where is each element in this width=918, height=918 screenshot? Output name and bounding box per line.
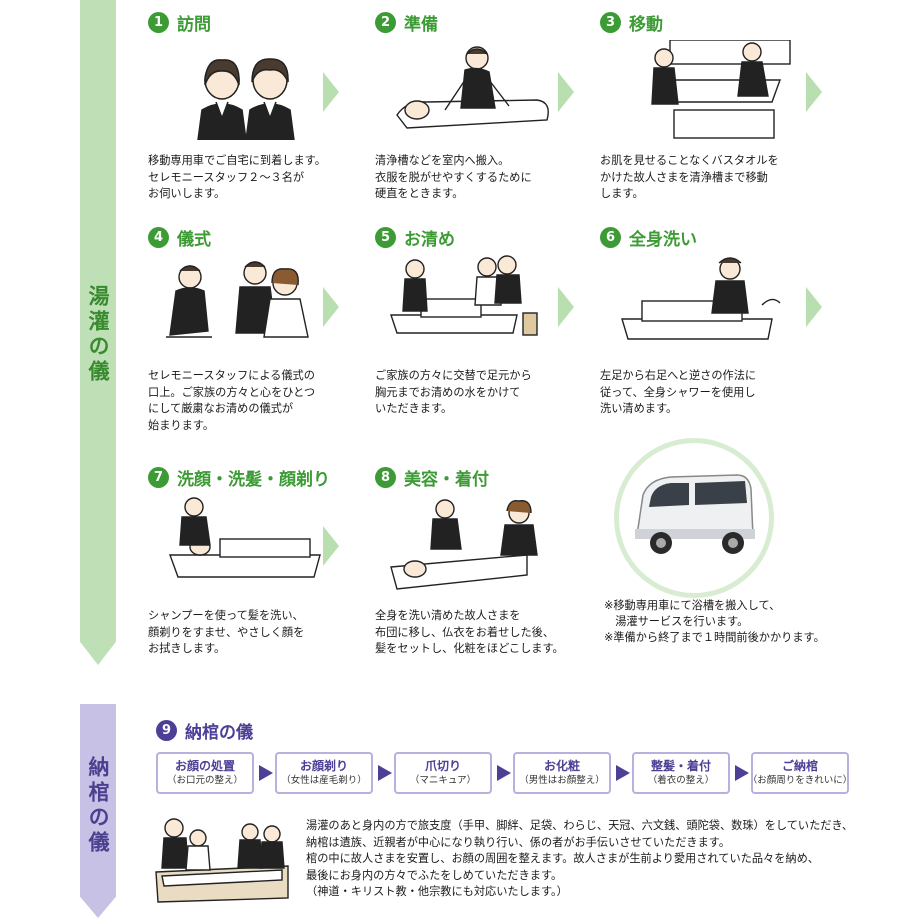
step-title: 儀式 [177,229,211,250]
full-body-wash-illustration [621,257,781,340]
arrow-right-icon [323,72,339,112]
step-number: 4 [148,226,169,248]
flow-label: ご納棺 [781,759,818,773]
flow-sub: （女性は産毛剃り） [281,775,367,786]
step-title: 訪問 [177,14,211,35]
step-6: 6 全身洗い 左足から右足へと逆さの作法に 従って、全身シャワーを使用し 洗い清め… [600,225,810,415]
step-2: 2 準備 清浄槽などを室内へ搬入。 衣服を脱がせやすくするために 硬直をときます。 [375,10,585,200]
step-description: 移動専用車でご自宅に到着します。 セレモニースタッフ２～３名が お伺いします。 [148,154,326,200]
ceremony-illustration [166,261,309,338]
yukan-banner: 湯灌の儀 [80,0,116,665]
step-number: 9 [156,719,177,741]
transfer-illustration [651,40,791,139]
step-number: 6 [600,226,621,248]
step-description: セレモニースタッフによる儀式の 口上。ご家族の方々と心をひとつ にして厳粛なお清… [148,369,316,432]
arrow-right-icon [323,287,339,327]
nokan-description: 湯灌のあと身内の方で旅支度（手甲、脚絆、足袋、わらじ、天冠、六文銭、頭陀袋、数珠… [306,819,854,898]
triangle-right-icon [616,765,630,781]
visit-staff-illustration [197,58,295,140]
face-hair-wash-illustration [169,497,321,578]
van-icon [635,474,755,554]
triangle-right-icon [259,765,273,781]
arrow-right-icon [323,526,339,566]
step-title: 美容・着付 [404,469,489,490]
yukan-banner-label: 湯灌の儀 [86,285,111,385]
step-description: 全身を洗い清めた故人さまを 布団に移し、仏衣をお着せした後、 髪をセットし、化粧… [375,609,564,655]
flow-label: お顔の処置 [174,759,235,773]
step-description: 清浄槽などを室内へ搬入。 衣服を脱がせやすくするために 硬直をときます。 [375,154,532,200]
step-number: 3 [600,11,621,33]
arrow-right-icon [806,72,822,112]
flow-label: お顔剃り [299,759,348,773]
step-number: 2 [375,11,396,33]
van-photo [614,438,774,598]
step-title: 移動 [629,14,663,35]
step-3: 3 移動 お肌を見せることなくバスタオルを かけた故人さまを清浄槽まで移動 します… [600,10,810,200]
triangle-right-icon [497,765,511,781]
coffin-illustration [155,818,289,903]
step-title: お清め [404,229,455,250]
flow-box: お顔剃り （女性は産毛剃り） [275,752,373,794]
flow-box: お化粧 （男性はお顔整え） [513,752,611,794]
arrow-right-icon [806,287,822,327]
preparation-illustration [396,46,549,129]
step-description: 左足から右足へと逆さの作法に 従って、全身シャワーを使用し 洗い清めます。 [600,369,757,415]
triangle-right-icon [735,765,749,781]
flow-box: ご納棺 （お顔周りをきれいに） [748,752,852,794]
step-number: 8 [375,466,396,488]
nokan-banner-label: 納棺の儀 [86,756,111,856]
step-number: 1 [148,11,169,33]
step-9: 9 納棺の儀 [156,718,456,743]
beauty-dressing-illustration [390,499,538,590]
flow-sub: （お口元の整え） [166,775,243,786]
flow-box: 爪切り （マニキュア） [394,752,492,794]
nokan-banner: 納棺の儀 [80,704,116,918]
flow-sub: （マニキュア） [409,775,477,786]
step-title: 納棺の儀 [185,722,253,743]
arrow-right-icon [558,287,574,327]
step-1: 1 訪問 移動専用車でご自宅に到着します。 セレモニースタッフ２～３名が お伺いし… [148,10,358,200]
flow-sub: （着衣の整え） [647,775,715,786]
nokan-flow: お顔の処置 （お口元の整え） お顔剃り （女性は産毛剃り） 爪切り （マニキュア） お… [156,752,852,794]
step-description: ご家族の方々に交替で足元から 胸元までお清めの水をかけて いただきます。 [375,369,532,415]
purification-illustration [390,255,538,336]
flow-box: お顔の処置 （お口元の整え） [156,752,254,794]
flow-label: 爪切り [424,759,461,773]
step-8: 8 美容・着付 全身を洗い清めた故人さまを 布団に移し、仏衣をお着せした後、 髪を… [375,465,585,655]
flow-label: 整髪・着付 [650,759,711,773]
flow-box: 整髪・着付 （着衣の整え） [632,752,730,794]
step-title: 洗顔・洗髪・顔剃り [177,469,330,490]
step-title: 全身洗い [629,229,697,250]
step-4: 4 儀式 セレモニースタッフによる儀式の 口上。ご家族の方々と心をひとつ にして厳… [148,225,358,432]
step-number: 7 [148,466,169,488]
service-note: ※移動専用車にて浴槽を搬入して、 湯灌サービスを行います。 ※準備から終了まで１… [604,599,825,644]
flow-sub: （男性はお顔整え） [519,775,605,786]
flow-label: お化粧 [543,759,580,773]
step-number: 5 [375,226,396,248]
step-description: お肌を見せることなくバスタオルを かけた故人さまを清浄槽まで移動 します。 [600,154,779,200]
step-7: 7 洗顔・洗髪・顔剃り シャンプーを使って髪を洗い、 顔剃りをすませ、やさしく顔を… [148,465,358,655]
triangle-right-icon [378,765,392,781]
step-title: 準備 [404,14,438,35]
step-description: シャンプーを使って髪を洗い、 顔剃りをすませ、やさしく顔を お拭きします。 [148,609,305,655]
flow-sub: （お顔周りをきれいに） [747,775,853,786]
arrow-right-icon [558,72,574,112]
step-5: 5 お清め ご家族の方々に交替で足元から 胸元までお清めの水をかけて いただきます… [375,225,585,415]
